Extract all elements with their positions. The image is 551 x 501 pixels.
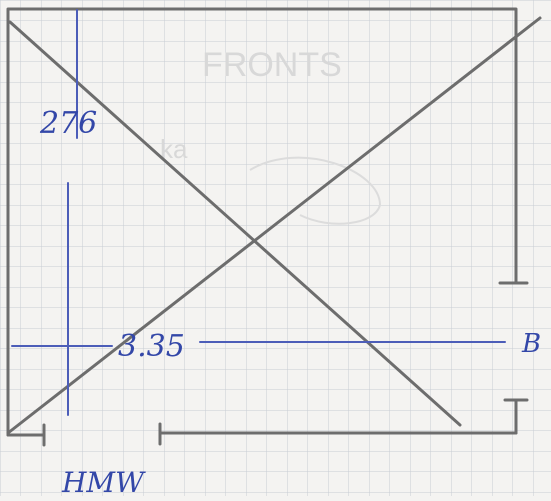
right-edge-mark-label: B (521, 329, 541, 359)
faint-header-text: FRONTS (202, 46, 342, 84)
horizontal-measure-label: 3.35 (118, 329, 185, 364)
frame-outline (6, 7, 518, 437)
diagonal-line-descending (8, 20, 462, 427)
bottom-note-label: HMW (61, 466, 146, 496)
diagonal-line-ascending (6, 16, 542, 435)
faint-ghost-arc (249, 156, 382, 225)
vertical-measure-label: 276 (39, 106, 97, 141)
